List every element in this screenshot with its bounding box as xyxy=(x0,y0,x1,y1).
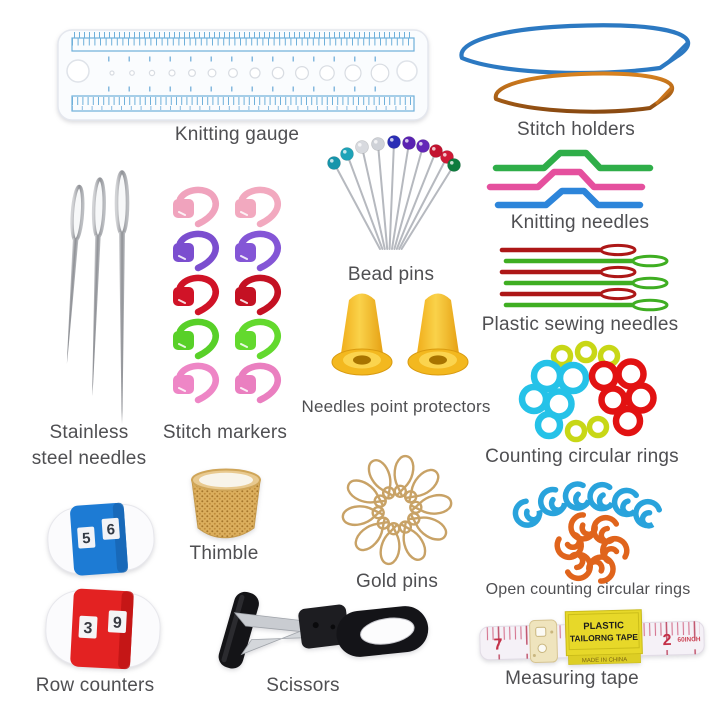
row-counter-blue: 5 6 xyxy=(47,502,155,576)
bead-pins-icon xyxy=(327,135,461,250)
stainless-label-line1: Stainless xyxy=(49,422,129,443)
bead-pins-label: Bead pins xyxy=(347,264,435,285)
row-counters-graphic: 5 6 3 9 xyxy=(36,496,171,681)
knitting-needles-graphic xyxy=(486,146,666,212)
thimble-icon xyxy=(191,468,261,539)
stitch-markers-label: Stitch markers xyxy=(162,422,288,443)
tape-number-left: 7 xyxy=(493,636,502,653)
tape-tag-line2: TAILORNG TAPE xyxy=(570,632,639,644)
scissors-graphic xyxy=(196,583,431,675)
row-counter-blue-digit-right: 6 xyxy=(106,521,116,539)
measuring-tape-label: Measuring tape xyxy=(505,668,639,689)
tape-tag-line1: PLASTIC xyxy=(583,620,624,632)
stitch-holders-icon xyxy=(459,23,691,114)
row-counter-blue-digit-left: 5 xyxy=(82,530,92,548)
plastic-sewing-needles-icon xyxy=(499,243,669,312)
stainless-label-line2: steel needles xyxy=(31,447,147,469)
knitting-needles-icon xyxy=(486,149,654,209)
stitch-holders-label: Stitch holders xyxy=(517,119,635,140)
stitch-markers-graphic xyxy=(168,184,290,410)
knitting-needles-label: Knitting needles xyxy=(510,212,650,233)
scissors-icon xyxy=(218,591,429,669)
plastic-sewing-needles-graphic xyxy=(496,242,676,318)
open-rings-icon xyxy=(495,478,700,586)
stainless-steel-needles-icon xyxy=(66,170,130,424)
tape-number-right: 2 xyxy=(662,632,671,649)
row-counter-red: 3 9 xyxy=(45,588,161,670)
knitting-gauge-label: Knitting gauge xyxy=(174,124,300,145)
row-counters-icon: 5 6 3 9 xyxy=(45,502,161,670)
stainless-steel-needles-graphic xyxy=(42,168,152,426)
counting-rings-graphic xyxy=(512,338,662,448)
stitch-markers-icon xyxy=(168,184,290,410)
counting-rings-icon xyxy=(518,340,657,443)
stainless-steel-needles-label: Stainless steel needles xyxy=(32,420,147,471)
tape-unit-text: 60INCH xyxy=(677,636,701,644)
gold-pins-label: Gold pins xyxy=(355,571,439,592)
row-counter-red-digit-right: 9 xyxy=(112,614,122,631)
open-rings-graphic xyxy=(495,478,700,586)
knitting-gauge-graphic xyxy=(52,26,437,126)
counting-rings-label: Counting circular rings xyxy=(485,446,679,467)
thimble-graphic xyxy=(186,460,266,552)
gold-pins-graphic xyxy=(330,443,465,578)
row-counter-red-digit-left: 3 xyxy=(83,620,93,637)
needle-point-protectors-label: Needles point protectors xyxy=(301,397,491,416)
scissors-label: Scissors xyxy=(266,675,340,696)
needle-point-protectors-graphic xyxy=(318,286,484,398)
measuring-tape-graphic: 7 PLASTIC TAILORNG TAPE MADE IN CHINA 2 … xyxy=(468,598,716,678)
gold-pins-icon xyxy=(340,453,454,567)
bead-pins-graphic xyxy=(318,135,473,266)
needle-point-protectors-icon xyxy=(331,293,469,376)
thimble-label: Thimble xyxy=(189,543,259,564)
open-rings-label: Open counting circular rings xyxy=(485,581,691,598)
row-counters-label: Row counters xyxy=(35,675,155,696)
tape-tag-line3: MADE IN CHINA xyxy=(582,657,627,664)
stitch-holders-graphic xyxy=(438,16,713,124)
knitting-gauge-icon xyxy=(57,29,429,121)
measuring-tape-icon: 7 PLASTIC TAILORNG TAPE MADE IN CHINA 2 … xyxy=(479,609,705,665)
plastic-sewing-needles-label: Plastic sewing needles xyxy=(481,314,679,335)
